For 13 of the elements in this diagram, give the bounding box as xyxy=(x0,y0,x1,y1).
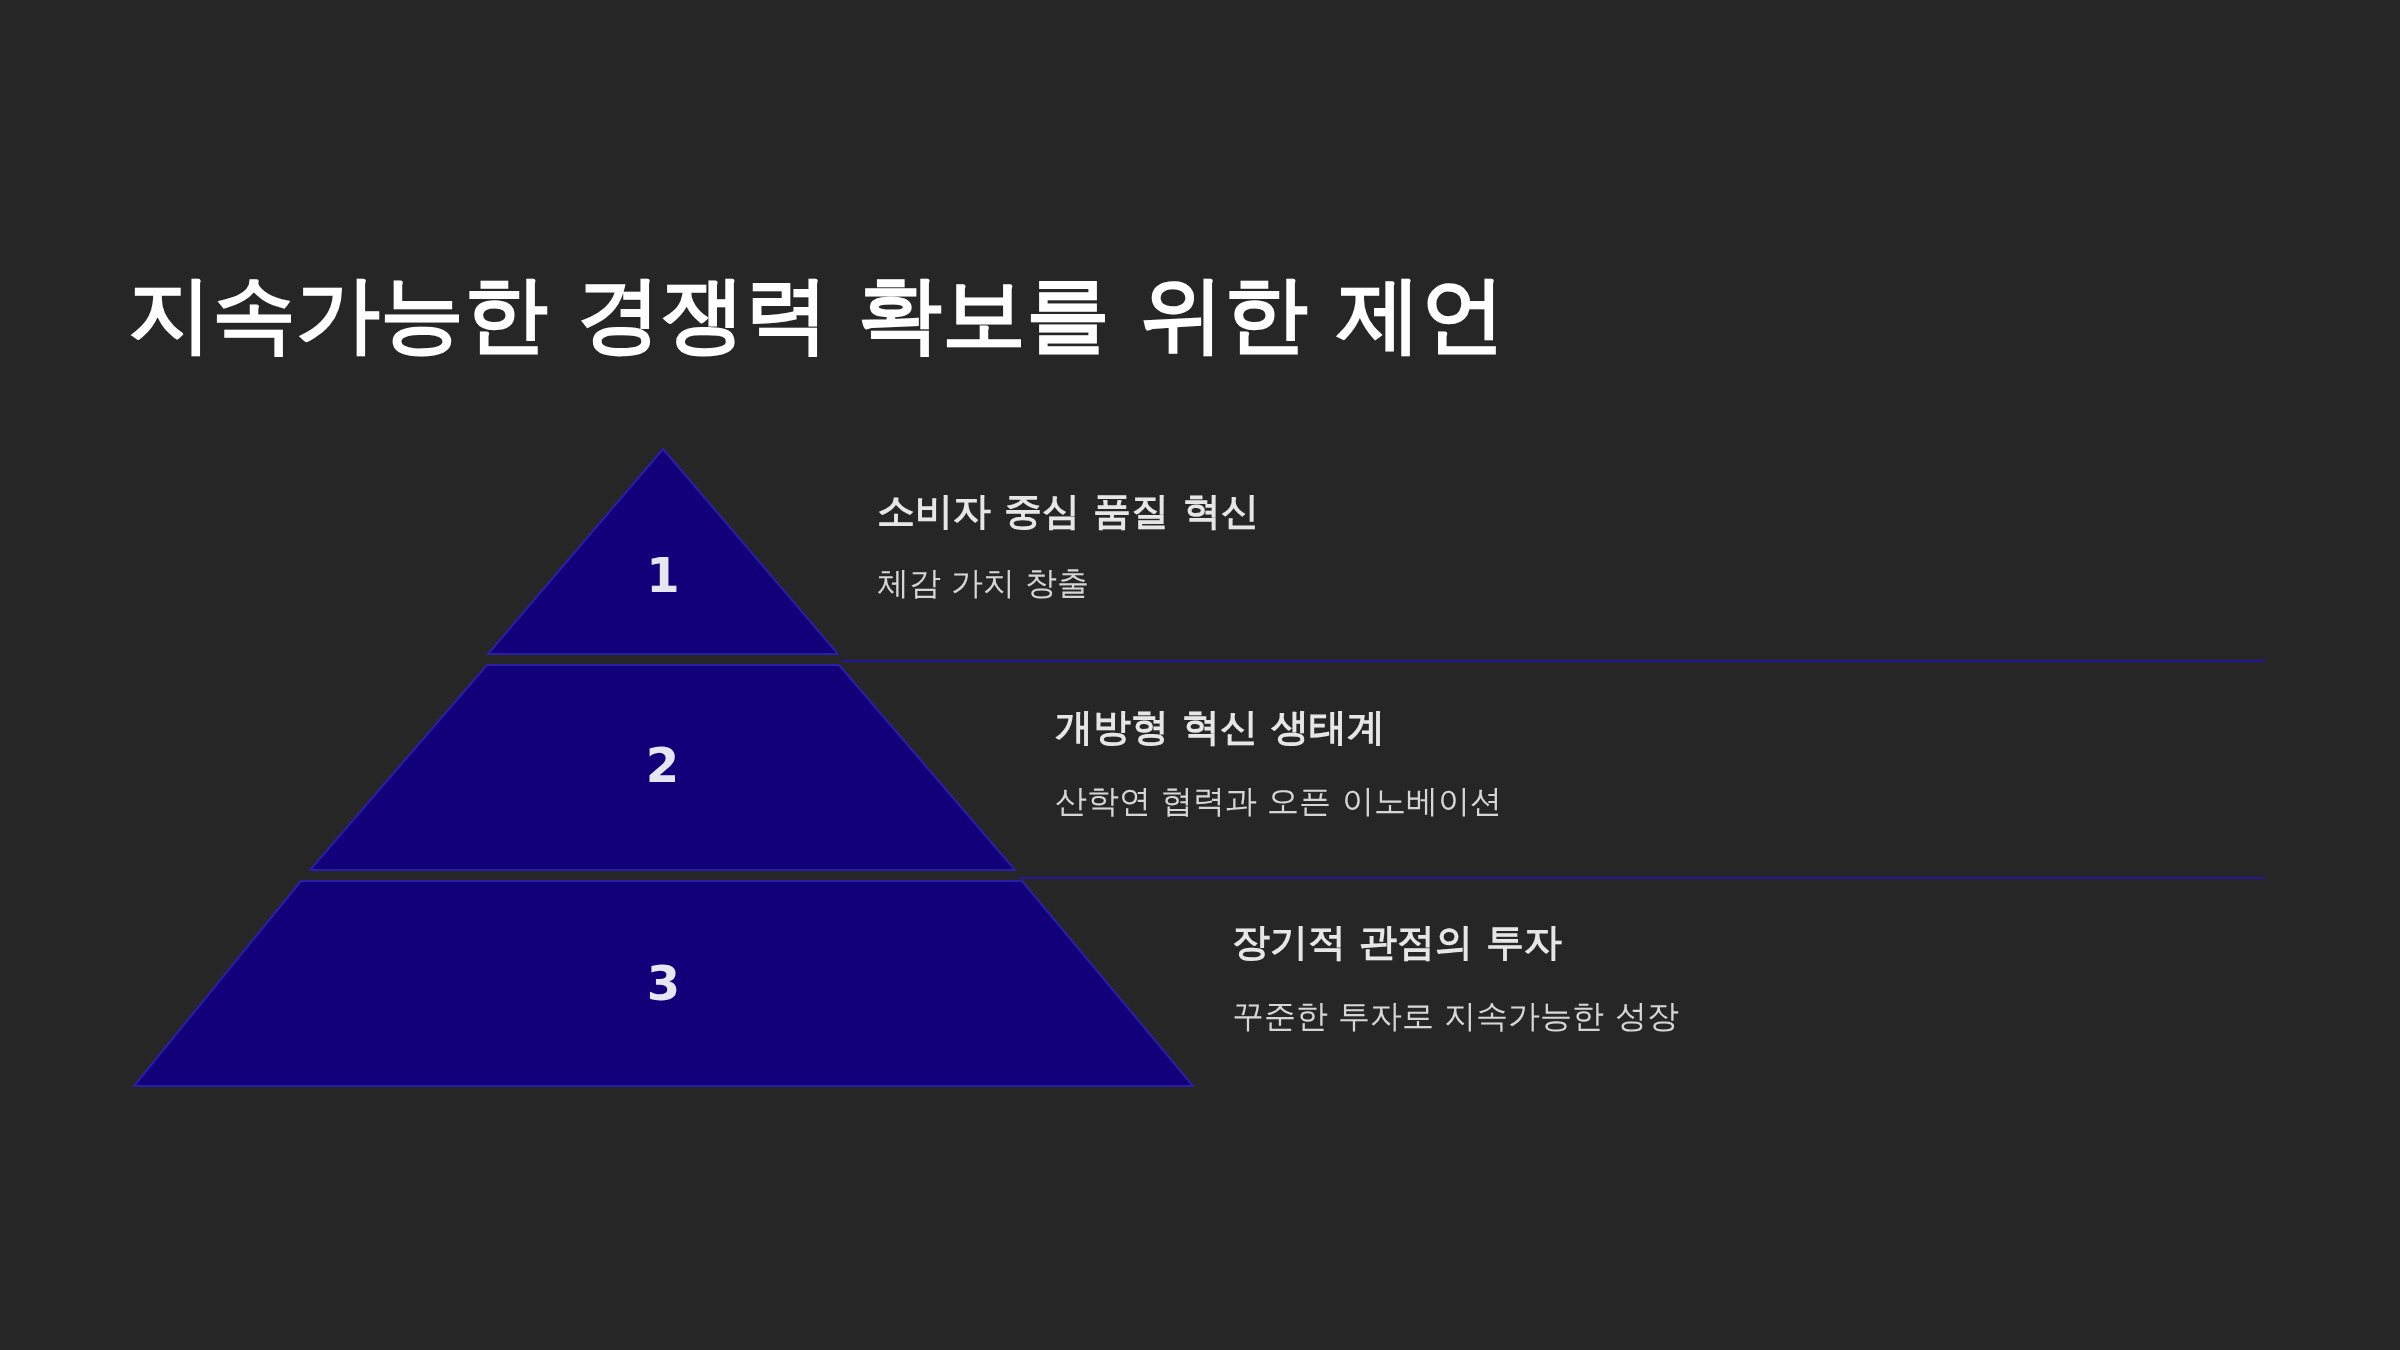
pyramid-tier xyxy=(133,880,1194,1087)
tier-heading: 개방형 혁신 생태계 xyxy=(1055,704,1386,751)
pyramid-tier xyxy=(309,664,1016,871)
tier-description: 산학연 협력과 오픈 이노베이션 xyxy=(1055,781,1502,822)
tier-number: 1 xyxy=(645,551,681,599)
title: 지속가능한 경쟁력 확보를 위한 제언 xyxy=(128,264,1505,365)
tier-description: 꾸준한 투자로 지속가능한 성장 xyxy=(1232,996,1679,1037)
tier-number: 2 xyxy=(644,741,681,789)
pyramid-tier xyxy=(487,448,839,655)
tier-number: 3 xyxy=(645,959,682,1007)
tier-heading: 장기적 관점의 투자 xyxy=(1232,919,1563,966)
tier-description: 체감 가치 창출 xyxy=(877,563,1090,604)
tier-heading: 소비자 중심 품질 혁신 xyxy=(877,488,1259,535)
